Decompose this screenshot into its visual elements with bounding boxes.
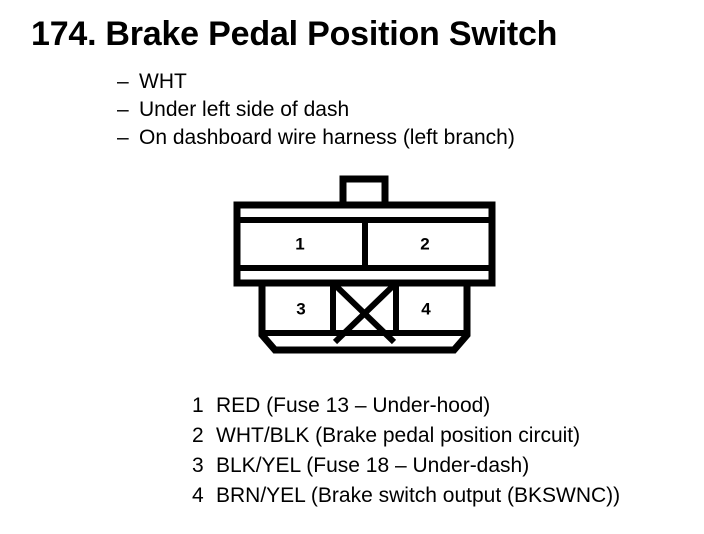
dash-bullet-icon: – <box>117 98 129 121</box>
pin-legend-number: 4 <box>192 484 204 507</box>
dash-bullet-icon: – <box>117 70 129 93</box>
page-title-text: Brake Pedal Position Switch <box>105 15 558 53</box>
pin-legend: 1 RED (Fuse 13 – Under-hood) 2 WHT/BLK (… <box>192 391 620 511</box>
connector-pin-label-4: 4 <box>421 299 431 318</box>
spec-list-item: – Under left side of dash <box>117 96 515 124</box>
pin-legend-text: RED (Fuse 13 – Under-hood) <box>216 394 491 417</box>
pin-legend-row: 1 RED (Fuse 13 – Under-hood) <box>192 391 620 421</box>
pin-legend-text: WHT/BLK (Brake pedal position circuit) <box>216 424 581 447</box>
spec-list-item-label: On dashboard wire harness (left branch) <box>139 126 515 149</box>
connector-pin-label-1: 1 <box>295 234 304 253</box>
pin-legend-number: 1 <box>192 394 204 417</box>
blocked-cavity-x-icon <box>332 282 397 345</box>
pin-legend-text: BLK/YEL (Fuse 18 – Under-dash) <box>216 454 530 477</box>
connector-diagram: 1 2 3 4 <box>228 170 500 362</box>
page-title-number: 174. <box>31 15 97 53</box>
spec-list-item: – WHT <box>117 68 515 96</box>
connector-pin-label-2: 2 <box>420 234 429 253</box>
connector-svg: 1 2 3 4 <box>233 175 496 354</box>
pin-legend-number: 2 <box>192 424 204 447</box>
spec-list-item-label: Under left side of dash <box>139 98 350 121</box>
spec-list-item: – On dashboard wire harness (left branch… <box>117 124 515 152</box>
pin-legend-row: 4 BRN/YEL (Brake switch output (BKSWNC)) <box>192 481 620 511</box>
pin-legend-row: 2 WHT/BLK (Brake pedal position circuit) <box>192 421 620 451</box>
pin-legend-number: 3 <box>192 454 204 477</box>
pin-legend-text: BRN/YEL (Brake switch output (BKSWNC)) <box>216 484 621 507</box>
pin-legend-row: 3 BLK/YEL (Fuse 18 – Under-dash) <box>192 451 620 481</box>
page-title: 174.Brake Pedal Position Switch <box>31 15 558 53</box>
spec-list: – WHT – Under left side of dash – On das… <box>117 68 515 152</box>
connector-pin-label-3: 3 <box>296 299 305 318</box>
spec-list-item-label: WHT <box>139 70 187 93</box>
dash-bullet-icon: – <box>117 126 129 149</box>
